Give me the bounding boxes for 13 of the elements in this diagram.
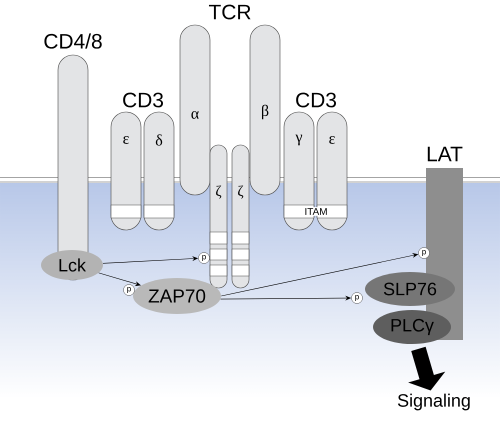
node-label: CD4/8 xyxy=(44,33,102,49)
output-label: Signaling xyxy=(398,394,470,410)
protein-chain: ε xyxy=(110,112,142,230)
complex-label: CD3 xyxy=(296,92,336,108)
motif-label: ITAM xyxy=(303,207,329,216)
protein-chain: ζ xyxy=(232,144,250,288)
protein-chain: β xyxy=(250,24,280,196)
complex-label: TCR xyxy=(208,4,251,20)
protein-chain: δ xyxy=(144,112,174,230)
node-label: LAT xyxy=(428,146,462,162)
protein-chain: α xyxy=(180,24,210,196)
complex-label: CD3 xyxy=(123,92,163,108)
protein-chain: ζ xyxy=(210,144,228,288)
